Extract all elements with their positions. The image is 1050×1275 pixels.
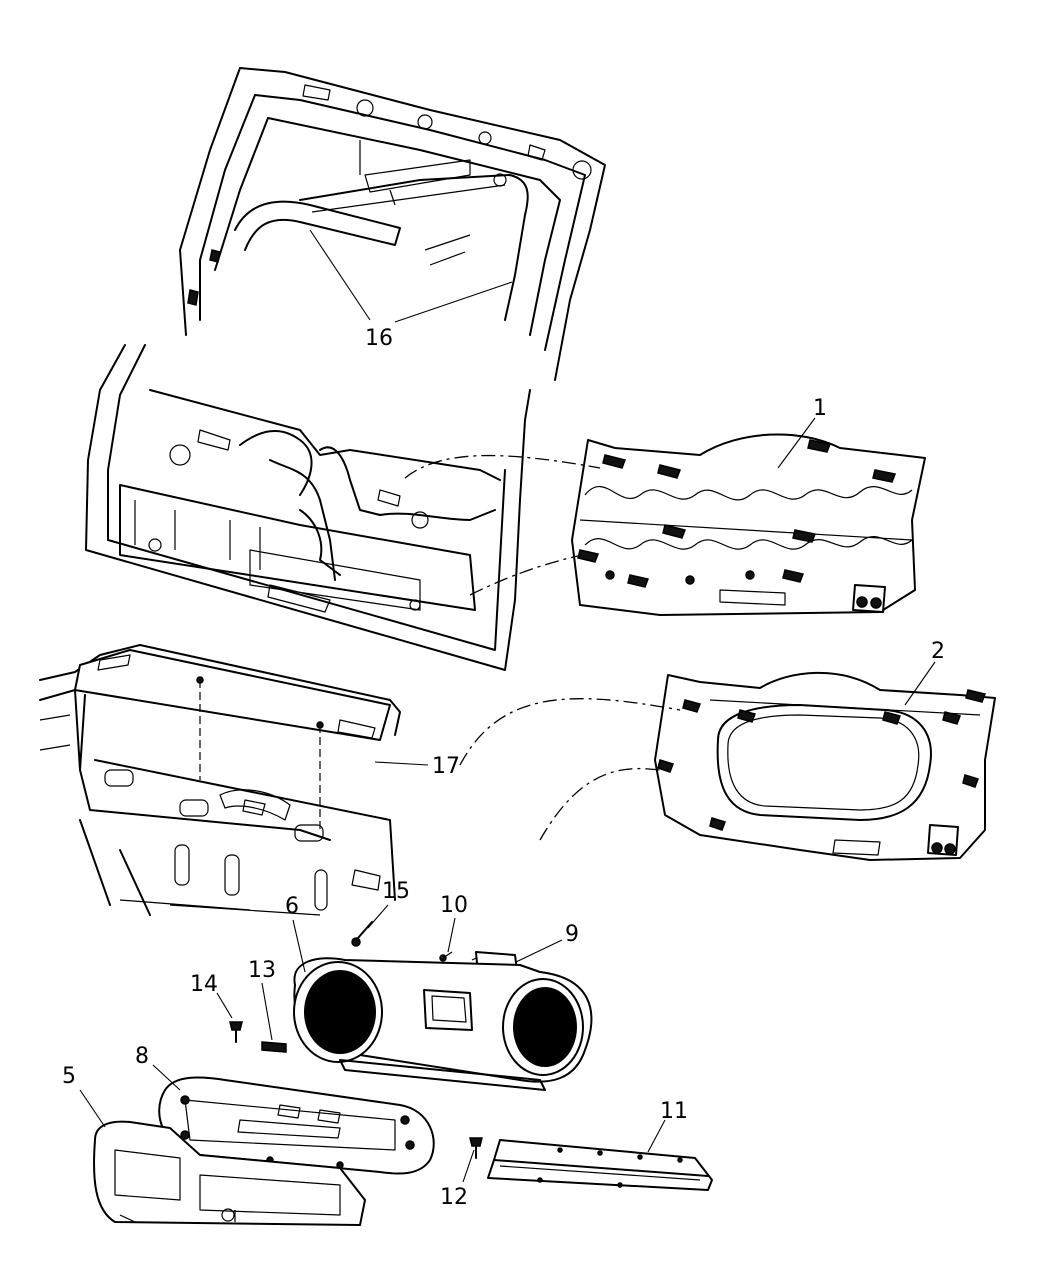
- callout-2: 2: [931, 639, 945, 664]
- screw-15: [351, 921, 373, 947]
- callout-14: 14: [190, 972, 218, 997]
- callout-8: 8: [135, 1044, 149, 1069]
- callout-12: 12: [440, 1185, 468, 1210]
- callout-6: 6: [285, 894, 299, 919]
- callout-5: 5: [62, 1064, 76, 1089]
- callout-11: 11: [660, 1099, 688, 1124]
- callout-16: 16: [365, 326, 393, 351]
- callout-13: 13: [248, 958, 276, 983]
- screw-10: [439, 951, 453, 962]
- leader-14: [216, 992, 233, 1019]
- clip-13: [261, 1041, 287, 1053]
- dashed-line-1b: [469, 554, 583, 596]
- trim-panel-1: [571, 433, 926, 616]
- speaker-enclosure-6: [293, 957, 593, 1091]
- screw-14: [229, 1021, 243, 1043]
- dashed-line-2a: [459, 698, 681, 766]
- leader-17: [374, 761, 429, 766]
- leader-2: [904, 661, 936, 706]
- trim-panel-2: [654, 671, 996, 861]
- leader-6: [292, 919, 306, 973]
- bracket-11: [487, 1139, 713, 1191]
- leader-11: [647, 1119, 666, 1153]
- callout-15: 15: [382, 879, 410, 904]
- callout-9: 9: [565, 922, 579, 947]
- dashed-line-1a: [404, 454, 601, 479]
- callout-1: 1: [813, 396, 827, 421]
- leader-13: [261, 982, 273, 1041]
- leader-1: [777, 417, 816, 469]
- callout-10: 10: [440, 893, 468, 918]
- leader-12: [462, 1149, 475, 1183]
- bolt-12: [469, 1137, 483, 1159]
- rear-body-header: [39, 644, 401, 916]
- leader-15: [367, 904, 389, 929]
- callout-17: 17: [432, 754, 460, 779]
- liftgate-inner-panel: [85, 344, 531, 671]
- leader-16b: [394, 281, 513, 323]
- leader-9: [515, 939, 563, 963]
- leader-16a: [309, 229, 371, 321]
- leader-8: [152, 1064, 181, 1091]
- dashed-line-2b: [539, 767, 661, 841]
- liftgate-upper-frame: [179, 67, 606, 381]
- leader-10: [447, 917, 456, 953]
- leader-5: [79, 1089, 106, 1128]
